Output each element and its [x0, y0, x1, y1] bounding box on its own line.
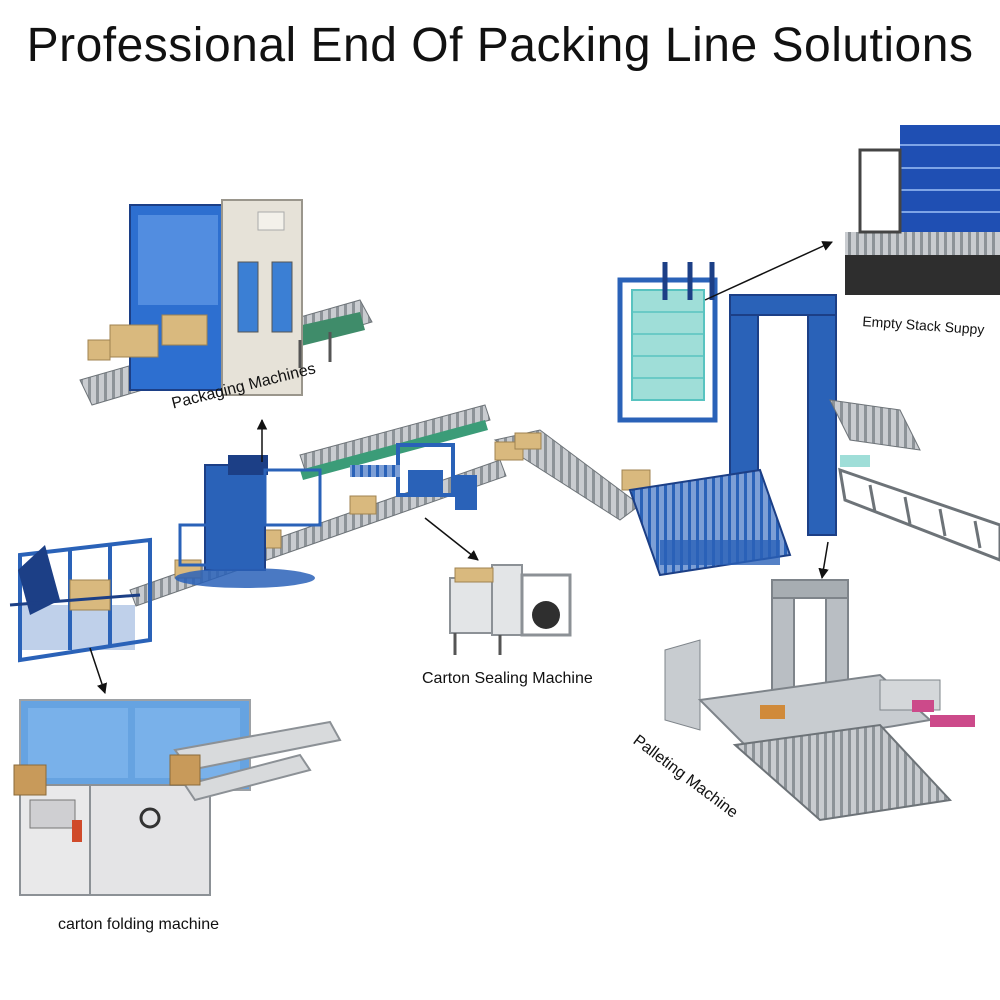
palleting-machine-photo: [664, 579, 975, 822]
pointer-arrows: [89, 241, 833, 694]
carton-erector-model: [9, 537, 152, 663]
packaging-machine-photo: [79, 199, 373, 406]
palletizer-model: [617, 262, 1000, 577]
arrow-to-palleting: [818, 541, 829, 580]
label-carton-sealing-machine: Carton Sealing Machine: [422, 670, 593, 687]
empty-stack-supply-photo: [845, 125, 1000, 295]
page-title: Professional End Of Packing Line Solutio…: [26, 19, 974, 72]
carton-sealing-machine-photo: [449, 564, 572, 655]
arrow-to-carton-sealing: [424, 517, 479, 561]
arrow-to-carton-folding: [89, 647, 107, 694]
label-carton-folding-machine: carton folding machine: [58, 916, 219, 933]
main-conveyor-line: [129, 404, 651, 607]
carton-folding-machine-photo: [13, 699, 342, 896]
arrow-to-empty-stack: [704, 241, 833, 301]
